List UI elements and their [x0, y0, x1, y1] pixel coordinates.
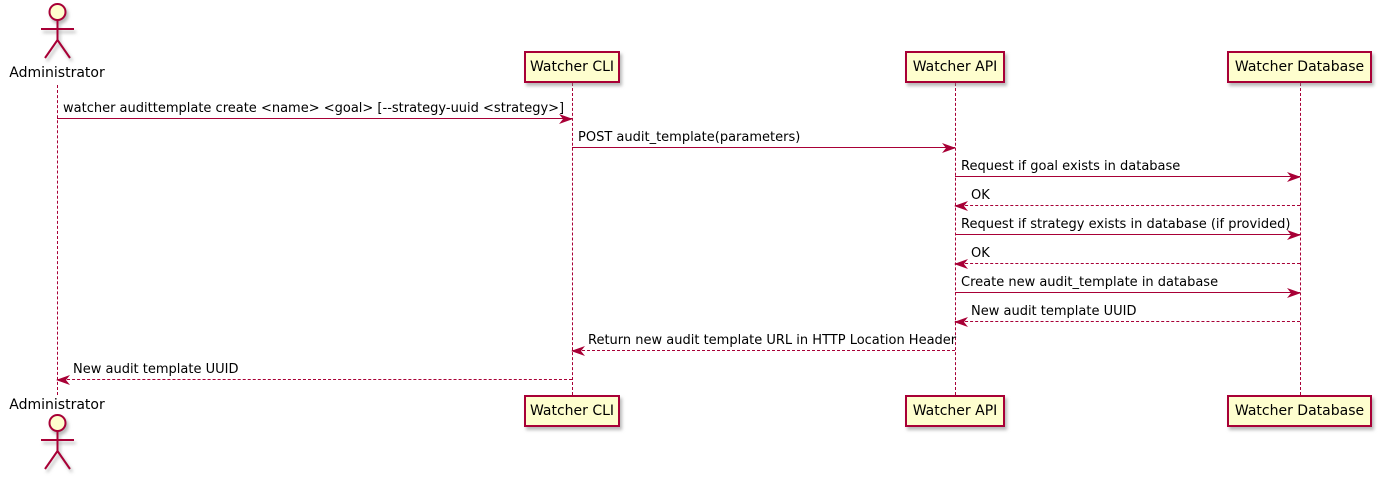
message-8: New audit template UUID [954, 302, 1300, 327]
participant-label: Watcher CLI [529, 403, 615, 419]
message-line [572, 147, 955, 148]
lifeline-watcher-database [1300, 83, 1301, 395]
arrowhead-icon [1287, 288, 1301, 298]
message-label: POST audit_template(parameters) [578, 130, 801, 145]
participant-box-watcher-api-bottom: Watcher API [905, 395, 1005, 427]
message-label: New audit template UUID [73, 362, 239, 377]
actor-icon [41, 3, 74, 59]
message-7: Create new audit_template in database [955, 273, 1301, 298]
actor-label-administrator-bottom: Administrator [9, 397, 105, 413]
message-line [955, 292, 1300, 293]
message-label: Create new audit_template in database [961, 275, 1219, 290]
arrowhead-icon [954, 317, 968, 327]
message-3: Request if goal exists in database [955, 157, 1301, 182]
arrowhead-icon [1287, 230, 1301, 240]
message-line [572, 350, 955, 351]
message-line [57, 379, 572, 380]
arrowhead-icon [571, 346, 585, 356]
arrowhead-icon [56, 375, 70, 385]
arrowhead-icon [954, 259, 968, 269]
lifeline-watcher-cli [572, 83, 573, 395]
message-4: OK [954, 186, 1300, 211]
participant-label: Watcher Database [1234, 59, 1365, 75]
message-label: OK [971, 246, 990, 261]
participant-label: Watcher API [912, 403, 998, 419]
message-10: New audit template UUID [56, 360, 572, 385]
participant-box-watcher-cli-top: Watcher CLI [524, 51, 620, 83]
lifeline-administrator [57, 85, 58, 395]
message-line [57, 118, 572, 119]
message-line [955, 263, 1300, 264]
message-6: OK [954, 244, 1300, 269]
message-2: POST audit_template(parameters) [572, 128, 956, 153]
participant-label: Watcher CLI [529, 59, 615, 75]
arrowhead-icon [942, 143, 956, 153]
actor-icon [41, 414, 74, 470]
participant-label: Watcher Database [1234, 403, 1365, 419]
message-label: Request if goal exists in database [961, 159, 1181, 174]
arrowhead-icon [954, 201, 968, 211]
message-1: watcher audittemplate create <name> <goa… [57, 99, 573, 124]
message-line [955, 234, 1300, 235]
message-label: Request if strategy exists in database (… [961, 217, 1291, 232]
actor-label-administrator-top: Administrator [9, 65, 105, 81]
message-line [955, 321, 1300, 322]
participant-box-watcher-database-top: Watcher Database [1227, 51, 1372, 83]
arrowhead-icon [559, 114, 573, 124]
message-label: watcher audittemplate create <name> <goa… [63, 101, 565, 116]
message-label: New audit template UUID [971, 304, 1137, 319]
participant-box-watcher-database-bottom: Watcher Database [1227, 395, 1372, 427]
message-9: Return new audit template URL in HTTP Lo… [571, 331, 957, 356]
message-line [955, 176, 1300, 177]
participant-box-watcher-api-top: Watcher API [905, 51, 1005, 83]
message-5: Request if strategy exists in database (… [955, 215, 1301, 240]
message-label: Return new audit template URL in HTTP Lo… [588, 333, 957, 348]
participant-box-watcher-cli-bottom: Watcher CLI [524, 395, 620, 427]
arrowhead-icon [1287, 172, 1301, 182]
participant-label: Watcher API [912, 59, 998, 75]
message-line [955, 205, 1300, 206]
lifeline-watcher-api [955, 83, 956, 395]
message-label: OK [971, 188, 990, 203]
